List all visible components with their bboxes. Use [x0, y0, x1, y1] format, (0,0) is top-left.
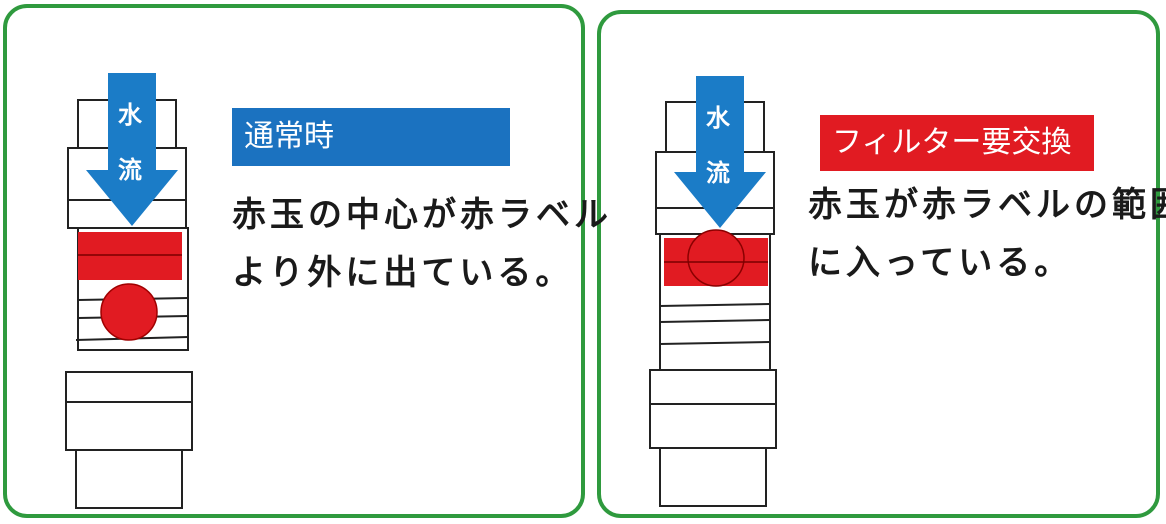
- description-replace: 赤玉が赤ラベルの範囲 に入っている。: [808, 176, 1166, 292]
- flow-char-1-normal: 水: [118, 101, 142, 129]
- filter-lower-section: [649, 369, 777, 449]
- flow-char-1-replace: 水: [706, 104, 730, 132]
- flow-char-2-normal: 流: [118, 156, 142, 184]
- filter-bottom-cap: [659, 447, 767, 507]
- flow-char-2-replace: 流: [706, 159, 730, 187]
- water-flow-arrow-normal: [86, 73, 178, 226]
- red-ball-replace: [687, 229, 745, 287]
- red-label-normal: [78, 232, 182, 280]
- status-tag-normal: 通常時: [232, 108, 510, 166]
- description-line-1: 赤玉の中心が赤ラベル: [232, 195, 612, 235]
- red-ball-normal: [100, 283, 158, 341]
- description-line-2: より外に出ている。: [232, 253, 574, 293]
- description-normal: 赤玉の中心が赤ラベル より外に出ている。: [232, 186, 612, 302]
- water-flow-arrow-replace: [674, 76, 766, 228]
- filter-lower-section: [65, 371, 193, 451]
- description-line-1: 赤玉が赤ラベルの範囲: [808, 185, 1166, 225]
- filter-bottom-cap: [75, 449, 183, 509]
- description-line-2: に入っている。: [808, 243, 1073, 283]
- status-tag-replace: フィルター要交換: [820, 115, 1094, 171]
